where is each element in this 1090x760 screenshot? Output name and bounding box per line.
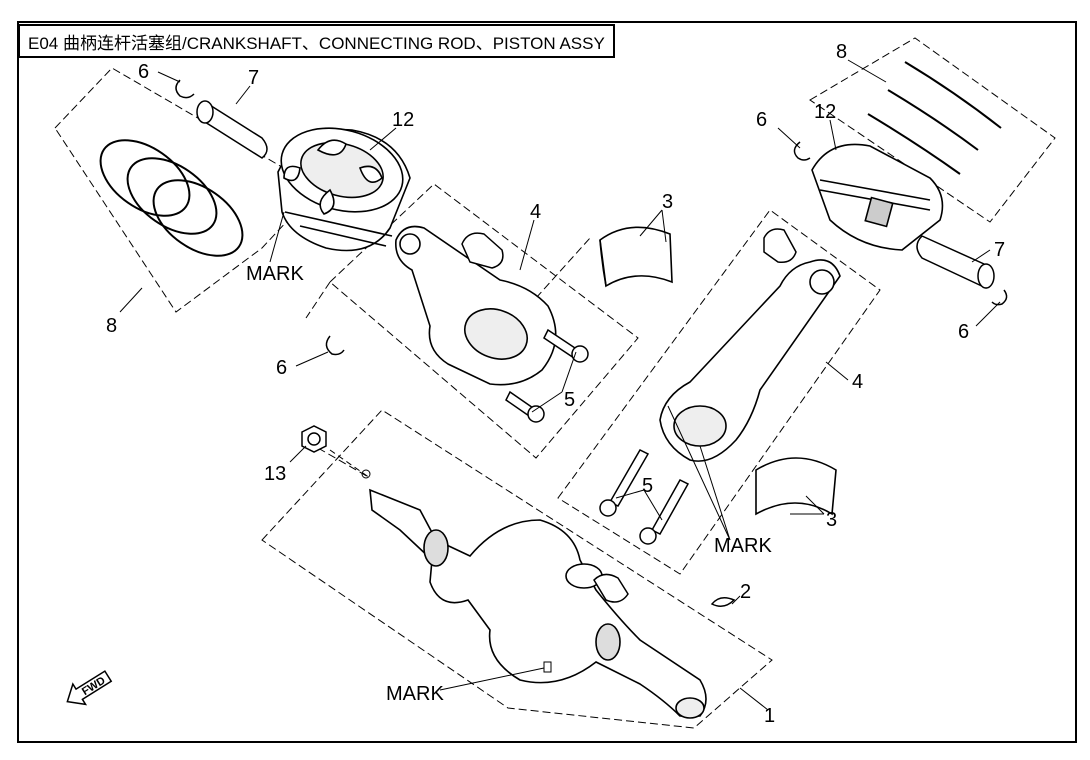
leader-line: [615, 489, 645, 499]
circlip-right-bottom: [991, 289, 1008, 306]
nut-centerline: [329, 449, 371, 479]
crankshaft-group: [261, 409, 773, 729]
callout-3: 3: [662, 191, 673, 213]
leader-line: [699, 445, 731, 541]
leader-line: [157, 71, 181, 83]
conrod-group-left: [329, 183, 639, 459]
leader-line: [971, 249, 991, 263]
page-title: E04 曲柄连杆活塞组/CRANKSHAFT、CONNECTING ROD、PI…: [28, 33, 605, 53]
callout-7: 7: [994, 239, 1005, 261]
crankshaft: [369, 488, 707, 719]
callout-8: 8: [836, 41, 847, 63]
leader-line: [119, 287, 143, 313]
conrod-group-right: [557, 209, 881, 575]
callout-5: 5: [564, 389, 575, 411]
callout-7: 7: [248, 67, 259, 89]
leader-line: [739, 687, 769, 711]
conrod-bolts-right: [599, 449, 690, 545]
wrist-pin-right-end: [977, 263, 995, 289]
callout-4: 4: [852, 371, 863, 393]
leader-line: [561, 351, 577, 393]
bearing-shell-left: [599, 226, 673, 288]
leader-line: [269, 211, 285, 263]
callout-6: 6: [138, 61, 149, 83]
connecting-rod-left: [395, 225, 557, 386]
leader-line: [731, 595, 741, 605]
crankshaft-nut: [301, 425, 327, 453]
leader-line: [639, 209, 663, 237]
mark-label: MARK: [714, 535, 772, 557]
leader-line: [975, 301, 1001, 327]
group-link-line: [535, 237, 591, 299]
crank-pin: [593, 573, 629, 603]
callout-4: 4: [530, 201, 541, 223]
conrod-bolts-left: [505, 328, 589, 423]
leader-line: [519, 219, 535, 271]
diagram-title-box: E04 曲柄连杆活塞组/CRANKSHAFT、CONNECTING ROD、PI…: [18, 24, 615, 58]
callout-2: 2: [740, 581, 751, 603]
woodruff-key: [710, 597, 736, 607]
callout-3: 3: [826, 509, 837, 531]
fwd-arrow-icon: FWD: [66, 670, 113, 706]
leader-line: [235, 85, 251, 105]
leader-line: [289, 445, 307, 463]
leader-line: [777, 127, 801, 149]
leader-line: [847, 59, 887, 83]
leader-line: [439, 667, 545, 691]
callout-1: 1: [764, 705, 775, 727]
mark-label: MARK: [386, 683, 444, 705]
bearing-shell-right: [755, 457, 837, 516]
crankshaft-mark-box: [543, 661, 552, 673]
leader-line: [295, 351, 329, 367]
piston-right: [811, 143, 944, 251]
group-link-line: [317, 447, 371, 479]
leader-line: [829, 119, 837, 151]
callout-13: 13: [264, 463, 286, 485]
wrist-pin-left-end: [196, 100, 214, 124]
circlip-left-top: [175, 79, 195, 99]
callout-12: 12: [814, 101, 836, 123]
leader-line: [531, 391, 563, 413]
leader-line: [643, 489, 663, 521]
leader-line: [661, 209, 667, 243]
callout-6: 6: [958, 321, 969, 343]
circlip-right-top: [793, 141, 811, 161]
bushing-right: [763, 228, 797, 264]
callout-6: 6: [756, 109, 767, 131]
leader-line: [369, 127, 397, 151]
callout-8: 8: [106, 315, 117, 337]
leader-line: [825, 361, 849, 381]
bushing-left: [461, 232, 504, 269]
connecting-rod-right: [659, 259, 841, 462]
piston-left: [277, 127, 411, 252]
piston-rings-left: [99, 139, 244, 257]
callout-5: 5: [642, 475, 653, 497]
leader-line: [805, 495, 825, 515]
washer-ball: [361, 469, 371, 479]
mark-label: MARK: [246, 263, 304, 285]
callout-6: 6: [276, 357, 287, 379]
circlip-left-bottom: [325, 335, 345, 356]
drawing-frame: [17, 21, 1077, 743]
callout-12: 12: [392, 109, 414, 131]
leader-line: [667, 405, 731, 541]
group-link-line: [305, 281, 331, 319]
